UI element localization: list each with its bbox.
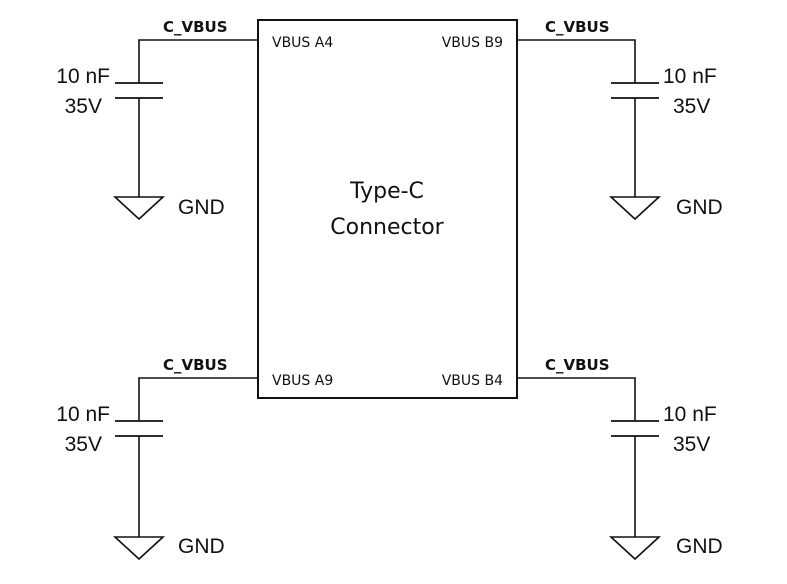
pin-label: VBUS A4 xyxy=(272,35,333,51)
wire-bottom-right xyxy=(517,377,636,421)
wire-top-left xyxy=(138,39,258,83)
pin-label: VBUS B4 xyxy=(442,373,503,389)
wire-top-right xyxy=(517,39,636,83)
net-label: C_VBUS xyxy=(163,18,228,36)
circuit-bottom-right: C_VBUS VBUS B4 10 nF 35V GND xyxy=(442,356,723,561)
ground-icon xyxy=(112,536,166,561)
wire-bottom-left xyxy=(138,377,258,421)
ground-icon xyxy=(608,196,662,221)
type-c-connector-box xyxy=(257,19,518,399)
pin-label: VBUS B9 xyxy=(442,35,503,51)
ground-label: GND xyxy=(178,196,225,219)
circuit-top-left: C_VBUS VBUS A4 10 nF 35V GND xyxy=(56,18,333,221)
net-label: C_VBUS xyxy=(163,356,228,374)
capacitor-value: 10 nF xyxy=(56,65,110,88)
circuit-top-right: C_VBUS VBUS B9 10 nF 35V GND xyxy=(442,18,723,221)
pin-label: VBUS A9 xyxy=(272,373,333,389)
connector-title-line2: Connector xyxy=(330,215,444,240)
ground-label: GND xyxy=(676,535,723,558)
ground-label: GND xyxy=(178,535,225,558)
capacitor-voltage: 35V xyxy=(673,433,710,456)
connector-title-line1: Type-C xyxy=(349,179,424,204)
capacitor-voltage: 35V xyxy=(65,433,102,456)
ground-icon xyxy=(608,536,662,561)
capacitor-value: 10 nF xyxy=(663,403,717,426)
net-label: C_VBUS xyxy=(545,356,610,374)
capacitor-value: 10 nF xyxy=(663,65,717,88)
capacitor-value: 10 nF xyxy=(56,403,110,426)
circuit-bottom-left: C_VBUS VBUS A9 10 nF 35V GND xyxy=(56,356,333,561)
ground-icon xyxy=(112,196,166,221)
ground-label: GND xyxy=(676,196,723,219)
capacitor-voltage: 35V xyxy=(65,95,102,118)
net-label: C_VBUS xyxy=(545,18,610,36)
capacitor-voltage: 35V xyxy=(673,95,710,118)
